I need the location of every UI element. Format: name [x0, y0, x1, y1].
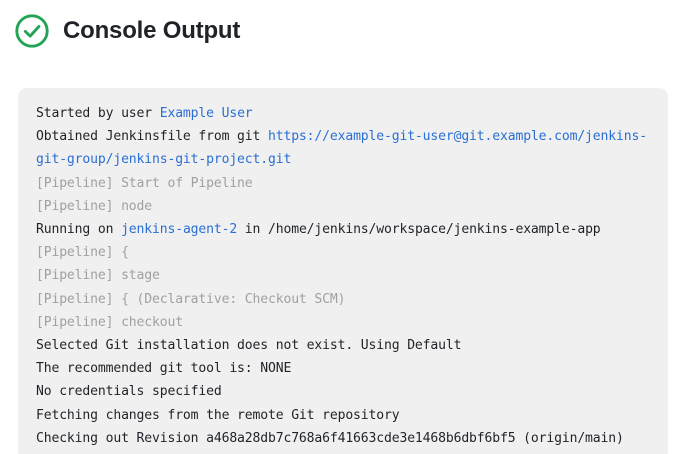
console-log-segment: in /home/jenkins/workspace/jenkins-examp…	[237, 222, 601, 238]
console-log-line: Commit message: "Adjustments to the Jenk…	[36, 450, 652, 454]
console-log-segment: No credentials specified	[36, 384, 222, 400]
console-log-line: The recommended git tool is: NONE	[36, 357, 652, 380]
page-title: Console Output	[63, 17, 241, 44]
console-log-segment: Obtained Jenkinsfile from git	[36, 129, 268, 145]
console-log-link[interactable]: https://example-git-user@git.example.com…	[36, 129, 647, 168]
console-log-segment: [Pipeline] {	[36, 245, 129, 261]
console-log-line: [Pipeline] node	[36, 195, 652, 218]
console-log-link[interactable]: jenkins-agent-2	[121, 222, 238, 238]
console-log-link[interactable]: Example User	[159, 106, 253, 121]
console-log-line: Started by user Example User	[36, 102, 652, 125]
console-log-line: No credentials specified	[36, 380, 652, 403]
console-log-line: [Pipeline] {	[36, 241, 652, 264]
console-log-segment: [Pipeline] checkout	[36, 314, 183, 330]
console-log-segment: [Pipeline] { (Declarative: Checkout SCM)	[36, 291, 346, 307]
console-log-line: [Pipeline] Start of Pipeline	[36, 172, 652, 195]
console-log-segment: Selected Git installation does not exist…	[36, 338, 462, 354]
console-log-line: [Pipeline] stage	[36, 264, 652, 287]
console-log-segment: [Pipeline] stage	[36, 268, 160, 284]
console-log-line: Obtained Jenkinsfile from git https://ex…	[36, 125, 652, 171]
console-log-segment: Fetching changes from the remote Git rep…	[36, 407, 400, 423]
console-log-line: Checking out Revision a468a28db7c768a6f4…	[36, 427, 652, 450]
console-log-line: Fetching changes from the remote Git rep…	[36, 404, 652, 427]
page-header: Console Output	[14, 11, 240, 51]
console-log-segment: Started by user	[36, 106, 160, 121]
console-log-line: [Pipeline] checkout	[36, 311, 652, 334]
console-log-segment: Checking out Revision a468a28db7c768a6f4…	[36, 430, 624, 446]
console-log-line: Selected Git installation does not exist…	[36, 334, 652, 357]
console-log-segment: Running on	[36, 222, 122, 238]
console-log-segment: [Pipeline] Start of Pipeline	[36, 175, 253, 191]
console-log-line: [Pipeline] { (Declarative: Checkout SCM)	[36, 288, 652, 311]
check-circle-icon	[14, 13, 50, 49]
console-log-segment: The recommended git tool is: NONE	[36, 361, 292, 377]
console-log-segment: [Pipeline] node	[36, 198, 152, 214]
console-log-line: Running on jenkins-agent-2 in /home/jenk…	[36, 218, 652, 241]
